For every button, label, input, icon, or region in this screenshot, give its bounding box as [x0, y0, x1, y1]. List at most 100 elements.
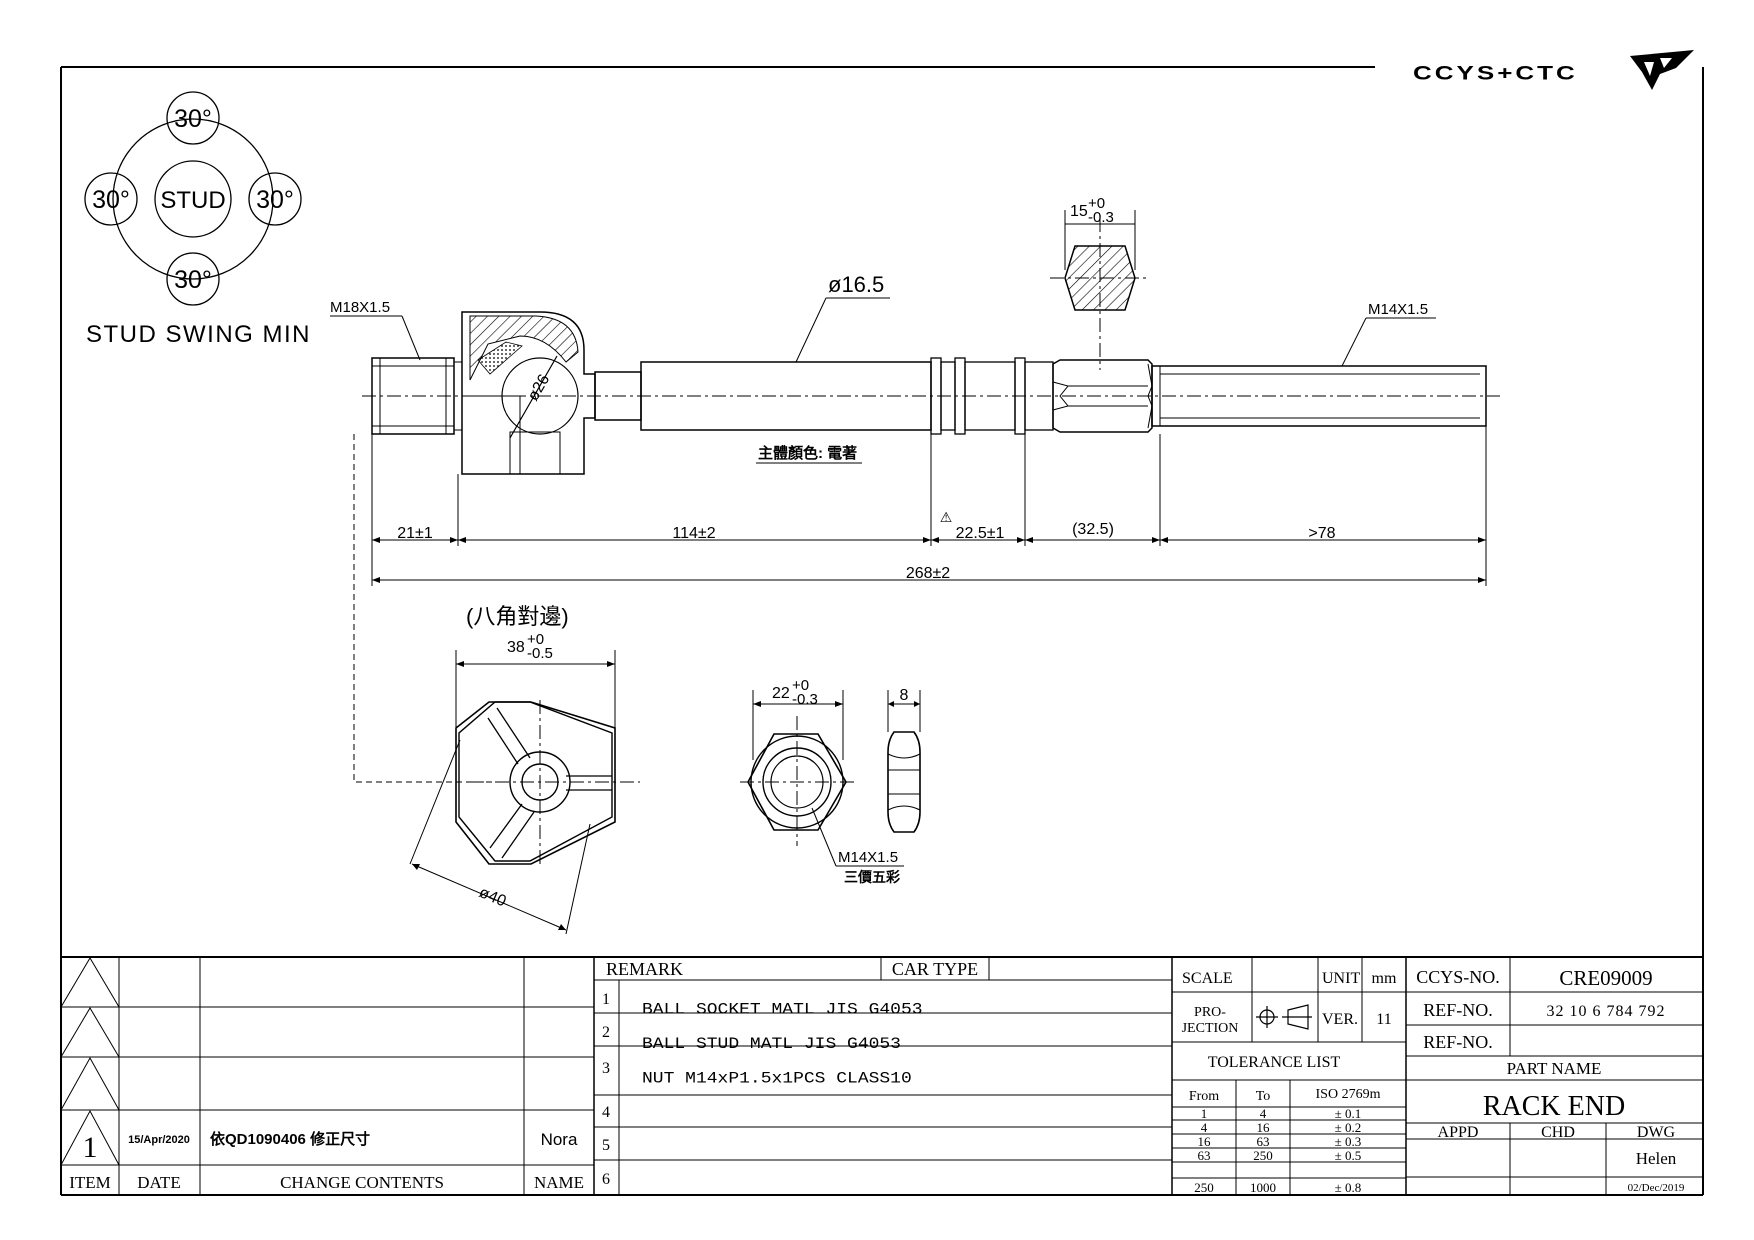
nut-finish-label: 三價五彩 — [844, 869, 900, 885]
tol-val-5: ± 0.8 — [1335, 1180, 1362, 1195]
revision-header-date: DATE — [137, 1173, 180, 1192]
rack-end-view: ø26 15 +0 -0.3 M18X1.5 — [330, 195, 1500, 475]
swing-stud-label: STUD — [160, 187, 225, 214]
dwg-label: DWG — [1637, 1124, 1676, 1141]
unit-value: mm — [1372, 970, 1397, 987]
remark-text-3: NUT M14xP1.5x1PCS CLASS10 — [642, 1070, 912, 1088]
nut-width-value: 22 — [772, 685, 790, 702]
tol-header-iso: ISO 2769m — [1316, 1087, 1381, 1102]
dim-22-5: 22.5±1 — [956, 525, 1005, 542]
tol-to-3: 63 — [1257, 1134, 1270, 1149]
remark-no-4: 4 — [602, 1104, 610, 1121]
body-color-note: 主體顏色: 電著 — [758, 444, 857, 462]
tol-to-1: 4 — [1260, 1106, 1267, 1121]
tol-val-4: ± 0.5 — [1335, 1148, 1362, 1163]
remark-text-2: BALL STUD MATL JIS G4053 — [642, 1036, 901, 1054]
tol-val-1: ± 0.1 — [1335, 1106, 1362, 1121]
tol-from-4: 63 — [1198, 1148, 1211, 1163]
remark-text-1: BALL SOCKET MATL JIS G4053 — [642, 1002, 923, 1020]
tol-from-5: 250 — [1194, 1180, 1214, 1195]
revision-date: 15/Apr/2020 — [128, 1134, 190, 1146]
ball-diameter-label: ø26 — [525, 372, 554, 404]
projection-symbol-icon — [1256, 1004, 1312, 1030]
octagon-note: (八角對邊) — [466, 604, 569, 629]
title-block: CCYS-NO. CRE09009 REF-NO. 32 10 6 784 79… — [1416, 966, 1685, 1194]
part-name-value: RACK END — [1483, 1091, 1625, 1122]
projection-label-1: PRO- — [1194, 1005, 1226, 1020]
drawing-date: 02/Dec/2019 — [1628, 1182, 1685, 1194]
nut-width-tol-lower: -0.3 — [792, 691, 818, 708]
ref-no-label-2: REF-NO. — [1423, 1032, 1493, 1052]
nut-thread-label: M14X1.5 — [838, 849, 898, 866]
remark-no-3: 3 — [602, 1060, 610, 1077]
ccys-no-value: CRE09009 — [1559, 966, 1652, 990]
ref-no-label-1: REF-NO. — [1423, 1000, 1493, 1020]
remark-no-6: 6 — [602, 1171, 610, 1188]
remark-no-5: 5 — [602, 1137, 610, 1154]
tolerance-title: TOLERANCE LIST — [1208, 1054, 1341, 1071]
octagon-diameter-label: ø40 — [476, 884, 508, 910]
thread-right-label: M14X1.5 — [1368, 301, 1428, 318]
remark-no-2: 2 — [602, 1024, 610, 1041]
tol-val-3: ± 0.3 — [1335, 1134, 1362, 1149]
octagon-end-view: (八角對邊) 38 +0 -0.5 ø40 — [353, 434, 640, 935]
chd-label: CHD — [1541, 1124, 1575, 1141]
unit-label: UNIT — [1322, 970, 1360, 987]
brand-logo: CCYS+CTC — [1413, 50, 1694, 90]
tol-from-2: 4 — [1201, 1120, 1208, 1135]
brand-logo-text: CCYS+CTC — [1413, 62, 1578, 84]
thread-left-label: M18X1.5 — [330, 299, 390, 316]
title-block-grid — [60, 956, 1703, 1195]
part-name-label: PART NAME — [1507, 1059, 1602, 1078]
car-type-label: CAR TYPE — [892, 959, 978, 979]
ref-no-value-1: 32 10 6 784 792 — [1547, 1003, 1666, 1020]
revision-header-item: ITEM — [69, 1173, 111, 1192]
appd-label: APPD — [1438, 1124, 1479, 1141]
tol-val-2: ± 0.2 — [1335, 1120, 1362, 1135]
nut-side-view: 8 — [887, 687, 921, 833]
dim-114: 114±2 — [672, 525, 715, 542]
projection-label-2: JECTION — [1182, 1021, 1239, 1036]
dim-total: 268±2 — [906, 565, 950, 582]
nut-thickness-label: 8 — [900, 687, 909, 704]
hex-width-value: 15 — [1070, 203, 1088, 220]
swing-angle-top: 30° — [174, 105, 212, 133]
octagon-width-tol-upper: +0 — [527, 631, 544, 648]
spec-block: SCALE UNIT mm PRO- JECTION VER. 11 TOLER… — [1182, 970, 1397, 1195]
remark-table: REMARK CAR TYPE 1 BALL SOCKET MATL JIS G… — [602, 959, 978, 1188]
ver-value: 11 — [1376, 1011, 1391, 1028]
octagon-width-value: 38 — [507, 639, 525, 656]
tol-to-2: 16 — [1257, 1120, 1271, 1135]
swing-caption: STUD SWING MIN — [86, 321, 311, 348]
ccys-no-label: CCYS-NO. — [1416, 967, 1500, 987]
drawer-name: Helen — [1636, 1149, 1677, 1168]
revision-table: 1 15/Apr/2020 依QD1090406 修正尺寸 Nora ITEM … — [69, 1130, 584, 1192]
hex-width-tol-upper: +0 — [1088, 195, 1105, 212]
octagon-width-tol-lower: -0.5 — [527, 645, 553, 662]
nut-front-view: 22 +0 -0.3 M14X1.5 三價五彩 — [740, 677, 904, 885]
swing-angle-right: 30° — [256, 186, 294, 214]
swing-angle-bottom: 30° — [174, 266, 212, 294]
dim-21: 21±1 — [397, 525, 433, 542]
dim-32-5: (32.5) — [1072, 521, 1114, 538]
brand-emblem-icon — [1630, 50, 1694, 90]
revision-header-name: NAME — [534, 1173, 584, 1192]
revision-header-change: CHANGE CONTENTS — [280, 1173, 444, 1192]
tol-to-4: 250 — [1253, 1148, 1273, 1163]
tol-from-1: 1 — [1201, 1106, 1208, 1121]
dimension-chain: 21±1 114±2 ⚠ 22.5±1 (32.5) >78 268±2 — [371, 426, 1487, 586]
sheet-frame — [60, 66, 1704, 1196]
remark-header: REMARK — [606, 959, 683, 979]
stud-swing-diagram: 30° 30° 30° 30° STUD STUD SWING MIN — [84, 91, 311, 348]
hex-width-tol-lower: -0.3 — [1088, 209, 1114, 226]
tol-header-from: From — [1189, 1089, 1219, 1104]
revision-item-number: 1 — [83, 1131, 98, 1164]
swing-angle-left: 30° — [92, 186, 130, 214]
nut-width-tol-upper: +0 — [792, 677, 809, 694]
scale-label: SCALE — [1182, 970, 1233, 987]
warning-icon: ⚠ — [940, 509, 953, 525]
tol-header-to: To — [1256, 1089, 1271, 1104]
revision-name: Nora — [541, 1130, 578, 1149]
ver-label: VER. — [1322, 1011, 1358, 1028]
